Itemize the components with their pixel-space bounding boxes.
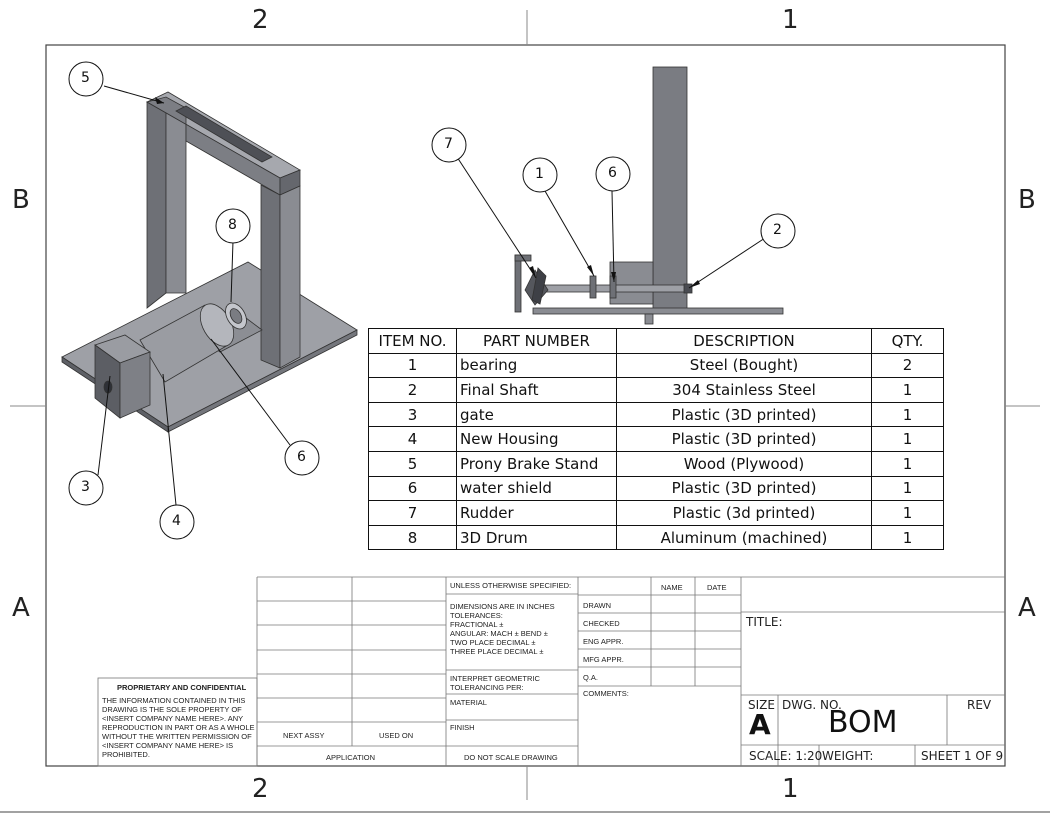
bom-qty: 1 bbox=[871, 500, 944, 526]
balloon-side-1: 1 bbox=[535, 166, 544, 182]
interpret-line: TOLERANCING PER: bbox=[450, 683, 524, 692]
proprietary-line: REPRODUCTION IN PART OR AS A WHOLE bbox=[102, 723, 255, 732]
do-not-scale-label: DO NOT SCALE DRAWING bbox=[464, 753, 558, 762]
interpret-line: INTERPRET GEOMETRIC bbox=[450, 674, 540, 683]
bom-description: Steel (Bought) bbox=[616, 352, 872, 379]
tolerance-line: FRACTIONAL ± bbox=[450, 620, 504, 629]
bom-part-number: bearing bbox=[456, 352, 617, 379]
bom-header-row: ITEM NO. PART NUMBER DESCRIPTION QTY. bbox=[368, 328, 944, 354]
bom-description: Aluminum (machined) bbox=[616, 524, 872, 551]
name-header: NAME bbox=[661, 583, 683, 592]
balloon-iso-6: 6 bbox=[297, 449, 306, 465]
zone-label-right-a: A bbox=[1018, 593, 1036, 623]
rev-label: REV bbox=[967, 698, 992, 712]
proprietary-line: <INSERT COMPANY NAME HERE>. ANY bbox=[102, 714, 244, 723]
title-label: TITLE: bbox=[746, 615, 783, 629]
next-assy-label: NEXT ASSY bbox=[283, 731, 325, 740]
eng-appr-label: ENG APPR. bbox=[583, 637, 624, 646]
bom-part-number: 3D Drum bbox=[456, 524, 617, 551]
used-on-label: USED ON bbox=[379, 731, 414, 740]
bom-qty: 1 bbox=[871, 426, 944, 452]
proprietary-line: PROHIBITED. bbox=[102, 750, 150, 759]
tolerances-block: DIMENSIONS ARE IN INCHES TOLERANCES: FRA… bbox=[450, 602, 555, 656]
zone-label-bottom-1: 1 bbox=[782, 774, 799, 804]
bom-item-no: 5 bbox=[368, 450, 457, 477]
zone-label-right-b: B bbox=[1018, 185, 1036, 215]
balloon-iso-8: 8 bbox=[228, 217, 237, 233]
balloon-circles bbox=[68, 61, 796, 540]
balloon-iso-3: 3 bbox=[81, 479, 90, 495]
size-value: A bbox=[749, 708, 771, 741]
proprietary-line: WITHOUT THE WRITTEN PERMISSION OF bbox=[102, 732, 252, 741]
zone-label-left-a: A bbox=[12, 593, 30, 623]
side-view bbox=[514, 66, 784, 325]
weight-label: WEIGHT: bbox=[822, 749, 874, 763]
application-label: APPLICATION bbox=[326, 753, 376, 762]
bom-description: Plastic (3D printed) bbox=[616, 401, 872, 428]
zone-label-top-2: 2 bbox=[252, 5, 269, 35]
date-header: DATE bbox=[707, 583, 727, 592]
proprietary-notice: THE INFORMATION CONTAINED IN THIS DRAWIN… bbox=[102, 696, 255, 759]
bom-part-number: Final Shaft bbox=[456, 377, 617, 403]
bom-qty: 1 bbox=[871, 377, 944, 403]
tolerance-line: TWO PLACE DECIMAL ± bbox=[450, 638, 536, 647]
dwg-no-value: BOM bbox=[828, 705, 898, 740]
qa-label: Q.A. bbox=[583, 673, 599, 682]
tolerance-line: ANGULAR: MACH ± BEND ± bbox=[450, 629, 548, 638]
leader-lines bbox=[97, 85, 766, 506]
bom-header-item-no: ITEM NO. bbox=[368, 328, 457, 354]
bom-qty: 1 bbox=[871, 401, 944, 428]
comments-label: COMMENTS: bbox=[583, 689, 629, 698]
bom-header-description: DESCRIPTION bbox=[616, 328, 872, 354]
bom-description: Wood (Plywood) bbox=[616, 450, 872, 477]
tolerance-line: DIMENSIONS ARE IN INCHES bbox=[450, 602, 555, 611]
proprietary-line: THE INFORMATION CONTAINED IN THIS bbox=[102, 696, 246, 705]
finish-label: FINISH bbox=[450, 723, 475, 732]
tolerance-line: TOLERANCES: bbox=[450, 611, 503, 620]
balloon-iso-4: 4 bbox=[172, 513, 181, 529]
bom-item-no: 3 bbox=[368, 401, 457, 428]
scale-label: SCALE: 1:20 bbox=[749, 749, 823, 763]
interpret-block: INTERPRET GEOMETRIC TOLERANCING PER: bbox=[450, 674, 540, 692]
mfg-appr-label: MFG APPR. bbox=[583, 655, 624, 664]
proprietary-line: DRAWING IS THE SOLE PROPERTY OF bbox=[102, 705, 242, 714]
bom-part-number: water shield bbox=[456, 475, 617, 502]
balloon-side-7: 7 bbox=[444, 136, 453, 152]
proprietary-line: <INSERT COMPANY NAME HERE> IS bbox=[102, 741, 234, 750]
bom-part-number: New Housing bbox=[456, 426, 617, 452]
bom-header-qty: QTY. bbox=[871, 328, 944, 354]
tolerance-line: THREE PLACE DECIMAL ± bbox=[450, 647, 544, 656]
bom-qty: 1 bbox=[871, 524, 944, 551]
bom-description: Plastic (3D printed) bbox=[616, 426, 872, 452]
balloon-side-2: 2 bbox=[773, 222, 782, 238]
balloon-side-6: 6 bbox=[608, 165, 617, 181]
zone-label-top-1: 1 bbox=[782, 5, 799, 35]
unless-specified-label: UNLESS OTHERWISE SPECIFIED: bbox=[450, 581, 572, 590]
checked-label: CHECKED bbox=[583, 619, 620, 628]
balloon-iso-5: 5 bbox=[81, 70, 90, 86]
zone-label-left-b: B bbox=[12, 185, 30, 215]
bom-qty: 1 bbox=[871, 475, 944, 502]
zone-label-bottom-2: 2 bbox=[252, 774, 269, 804]
dwg-no-label: DWG. NO. bbox=[782, 698, 842, 712]
drawn-label: DRAWN bbox=[583, 601, 612, 610]
sheet-label: SHEET 1 OF 9 bbox=[921, 749, 1004, 763]
bom-part-number: Rudder bbox=[456, 500, 617, 526]
bom-part-number: gate bbox=[456, 401, 617, 428]
size-label: SIZE bbox=[748, 698, 775, 712]
material-label: MATERIAL bbox=[450, 698, 487, 707]
isometric-view bbox=[61, 91, 358, 433]
proprietary-title: PROPRIETARY AND CONFIDENTIAL bbox=[117, 683, 247, 692]
